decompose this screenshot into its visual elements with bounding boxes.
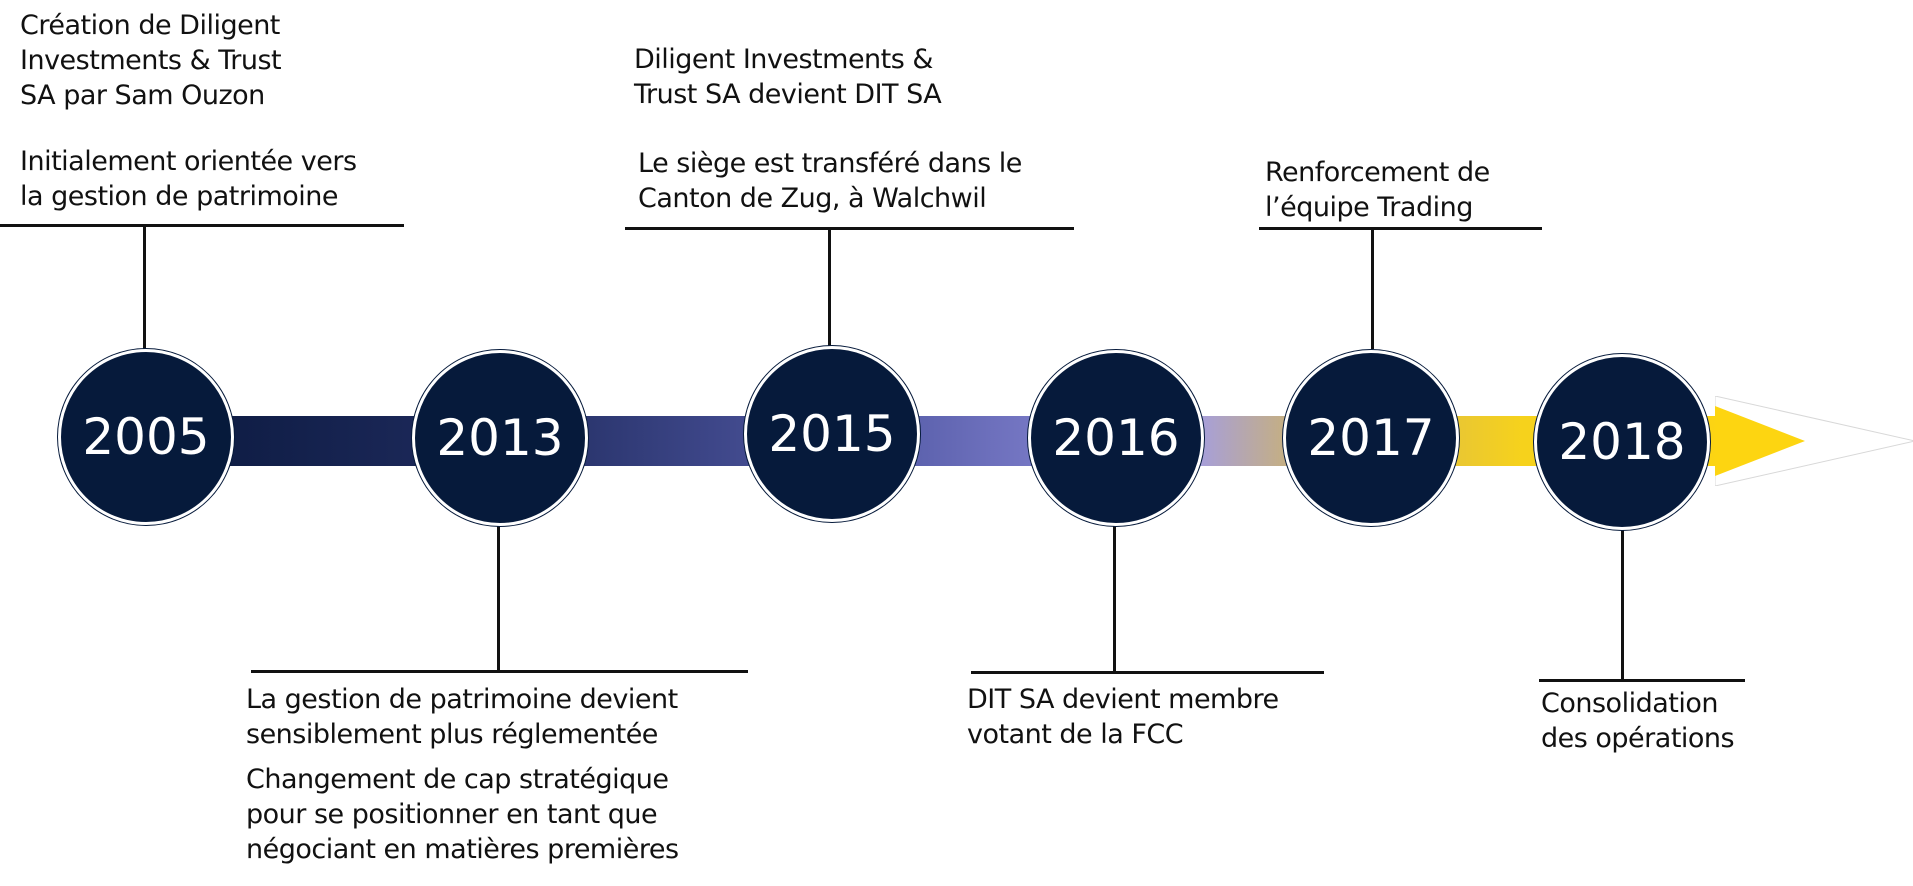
milestone-2005-text-1: Création de Diligent Investments & Trust… bbox=[20, 10, 282, 111]
connector-2013-vline bbox=[497, 518, 500, 672]
connector-2016-vline bbox=[1113, 518, 1116, 673]
year-label: 2016 bbox=[1052, 409, 1180, 467]
connector-2017-hline bbox=[1259, 227, 1542, 230]
connector-2013-hline bbox=[251, 670, 748, 673]
year-label: 2013 bbox=[436, 409, 564, 467]
year-label: 2018 bbox=[1558, 413, 1686, 471]
milestone-2013-text-2: Changement de cap stratégique pour se po… bbox=[246, 764, 679, 865]
milestone-2017-text-1: Renforcement de l’équipe Trading bbox=[1265, 157, 1490, 223]
connector-2015-vline bbox=[828, 229, 831, 347]
milestone-2018-text-1: Consolidation des opérations bbox=[1541, 688, 1735, 754]
year-circle-2018: 2018 bbox=[1534, 354, 1710, 530]
year-circle-2005: 2005 bbox=[58, 349, 234, 525]
year-label: 2015 bbox=[768, 405, 896, 463]
connector-2018-vline bbox=[1621, 528, 1624, 681]
year-circle-2015: 2015 bbox=[744, 346, 920, 522]
year-label: 2005 bbox=[82, 408, 210, 466]
milestone-2015-text-1: Diligent Investments & Trust SA devient … bbox=[634, 44, 942, 110]
connector-2017-vline bbox=[1371, 229, 1374, 349]
milestone-2015-text-2: Le siège est transféré dans le Canton de… bbox=[638, 148, 1022, 214]
milestone-2016-text-1: DIT SA devient membre votant de la FCC bbox=[967, 684, 1279, 750]
milestone-2013-text-1: La gestion de patrimoine devient sensibl… bbox=[246, 684, 678, 750]
connector-2005-vline bbox=[143, 226, 146, 350]
connector-2005-hline bbox=[0, 224, 404, 227]
year-circle-2017: 2017 bbox=[1283, 350, 1459, 526]
connector-2018-hline bbox=[1539, 679, 1745, 682]
milestone-2005-text-2: Initialement orientée vers la gestion de… bbox=[20, 146, 357, 212]
connector-2016-hline bbox=[971, 671, 1324, 674]
connector-2015-hline bbox=[625, 227, 1074, 230]
year-label: 2017 bbox=[1307, 409, 1435, 467]
year-circle-2016: 2016 bbox=[1028, 350, 1204, 526]
year-circle-2013: 2013 bbox=[412, 350, 588, 526]
arrow-head-icon bbox=[1715, 396, 1913, 486]
